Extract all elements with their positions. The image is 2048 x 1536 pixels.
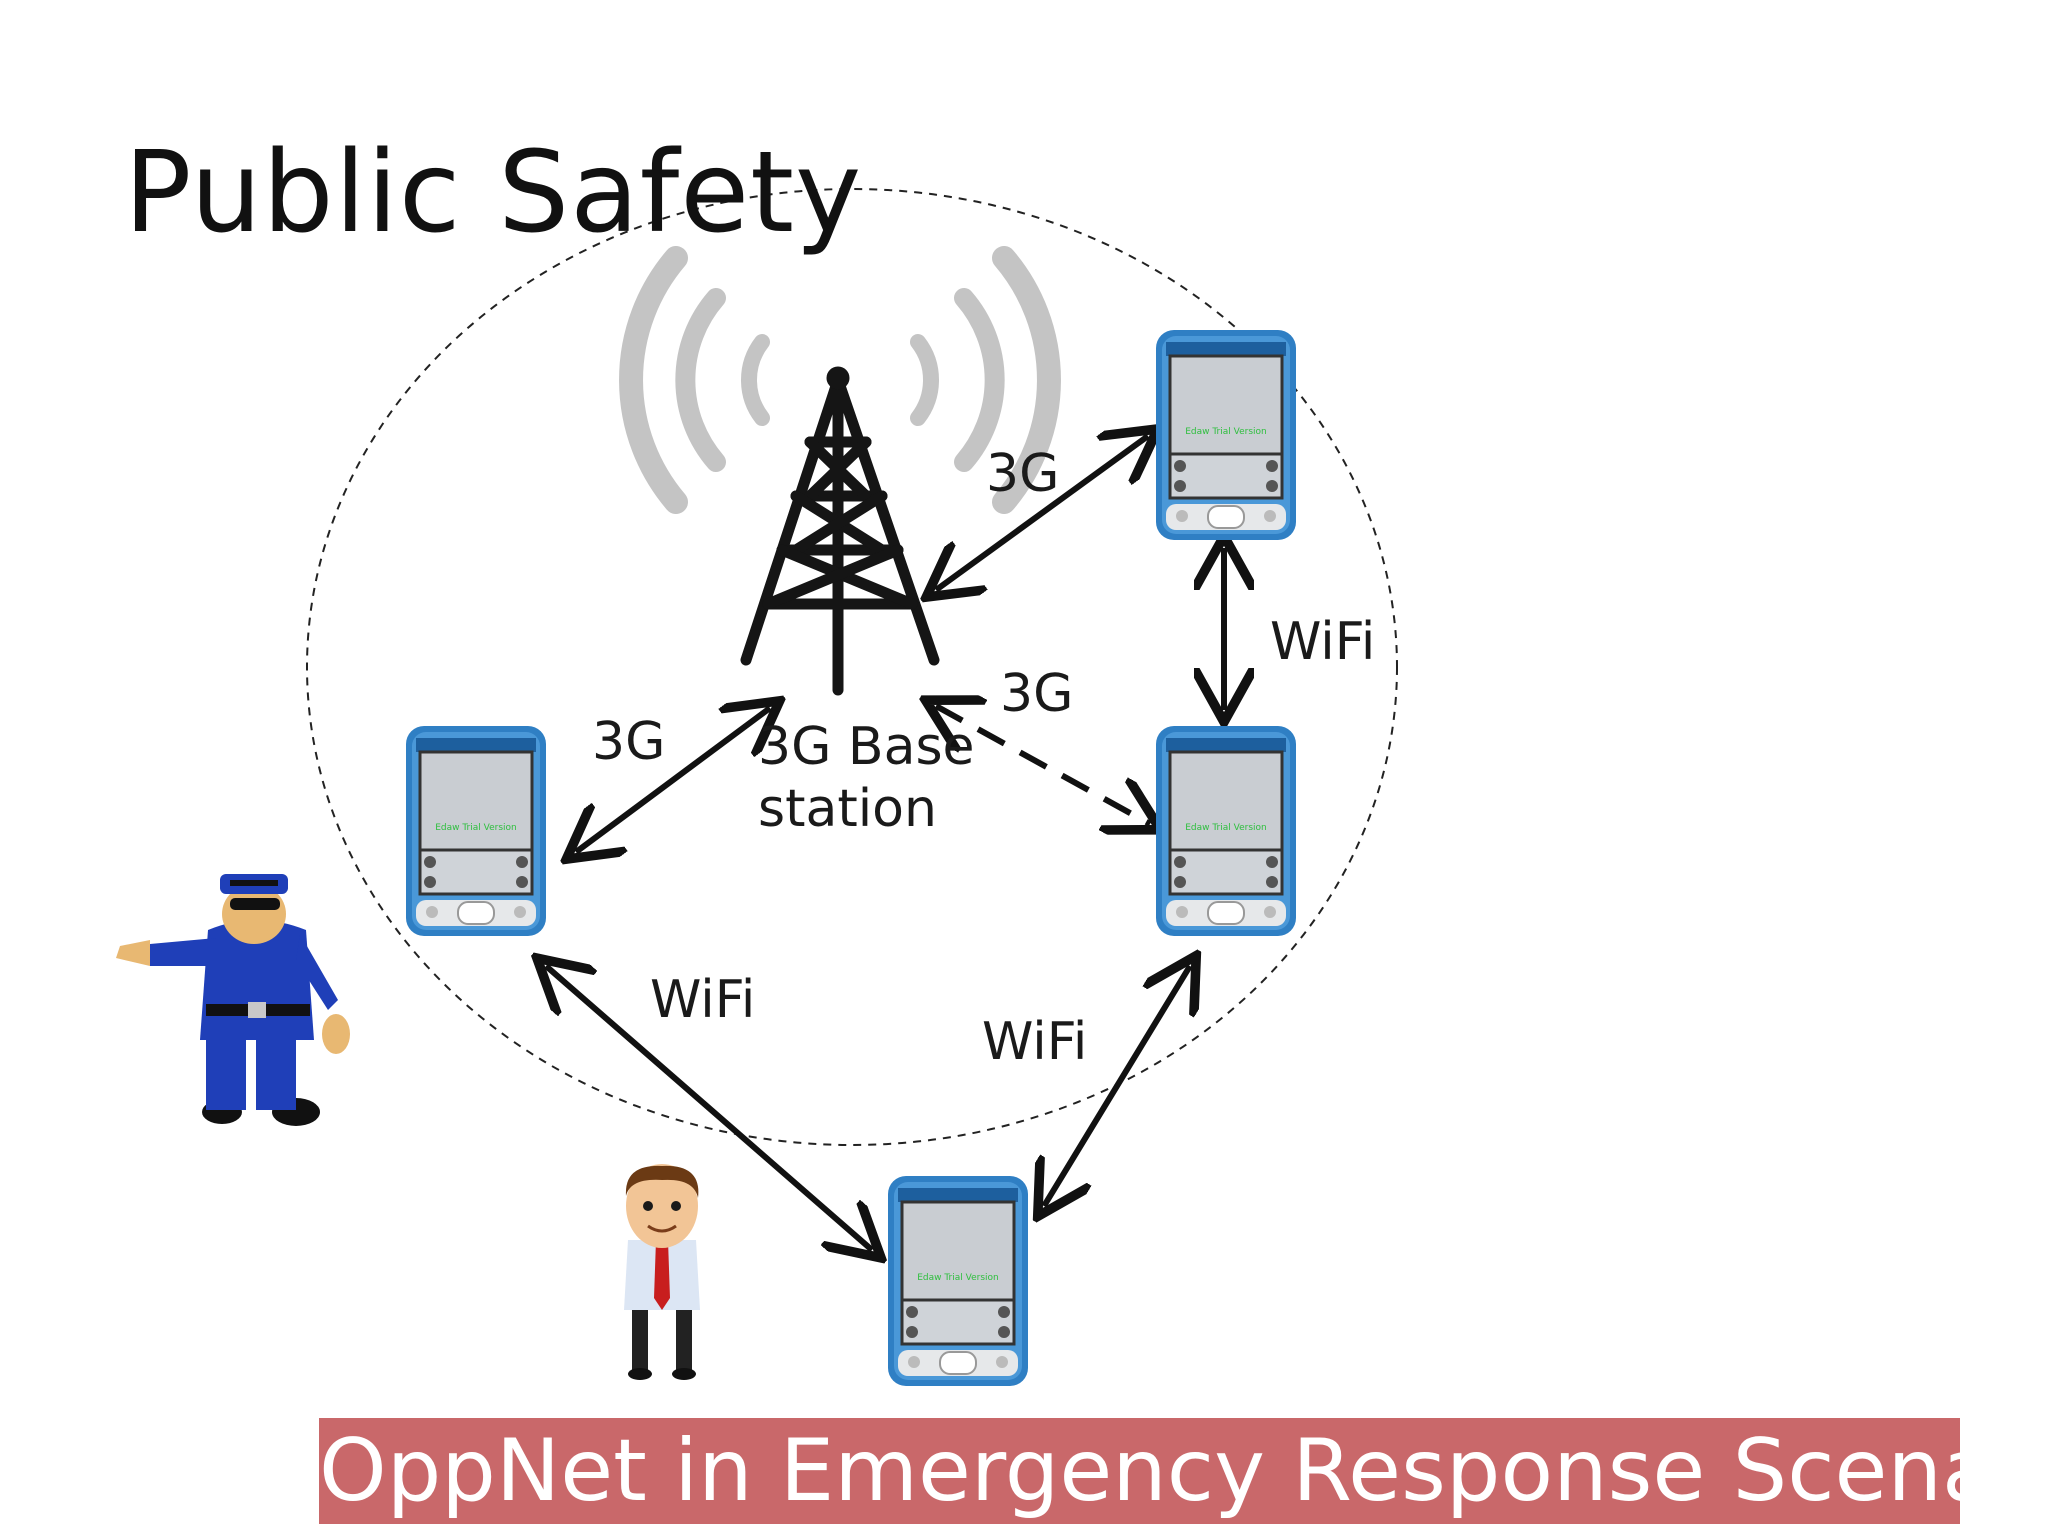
label-wifi-right: WiFi: [1270, 612, 1376, 672]
label-3g-left: 3G: [592, 712, 666, 772]
cell-tower-icon: [740, 366, 940, 696]
base-station-label-line2: station: [758, 779, 937, 839]
label-3g-mid-right: 3G: [1000, 664, 1074, 724]
police-officer-icon: [116, 874, 350, 1126]
label-3g-top-right: 3G: [986, 444, 1060, 504]
base-station-label: 3G Base station: [758, 716, 975, 840]
device-screen-text: Edaw Trial Version: [1185, 823, 1266, 833]
civilian-man-icon: [624, 1164, 700, 1380]
arrow-tower-to-mid-right-3g: [936, 706, 1150, 824]
device-left: Edaw Trial Version: [404, 724, 548, 938]
coverage-area-ellipse: [306, 188, 1398, 1146]
device-screen-text: Edaw Trial Version: [917, 1273, 998, 1283]
slide-title: Public Safety: [124, 128, 863, 258]
arrow-mid-right-to-bottom-wifi: [1044, 966, 1190, 1206]
arrow-left-to-bottom-wifi: [546, 966, 872, 1250]
device-mid-right: Edaw Trial Version: [1154, 724, 1298, 938]
label-wifi-bottom-right: WiFi: [982, 1012, 1088, 1072]
device-bottom: Edaw Trial Version: [886, 1174, 1030, 1388]
base-station-label-line1: 3G Base: [758, 717, 975, 777]
caption-banner: OppNet in Emergency Response Scenario: [319, 1418, 1960, 1524]
device-screen-text: Edaw Trial Version: [1185, 427, 1266, 437]
label-wifi-bottom-left: WiFi: [650, 970, 756, 1030]
device-screen-text: Edaw Trial Version: [435, 823, 516, 833]
arrow-tower-to-top-right-3g: [936, 436, 1148, 590]
arrow-left-to-tower-3g: [576, 708, 770, 852]
device-top-right: Edaw Trial Version: [1154, 328, 1298, 542]
